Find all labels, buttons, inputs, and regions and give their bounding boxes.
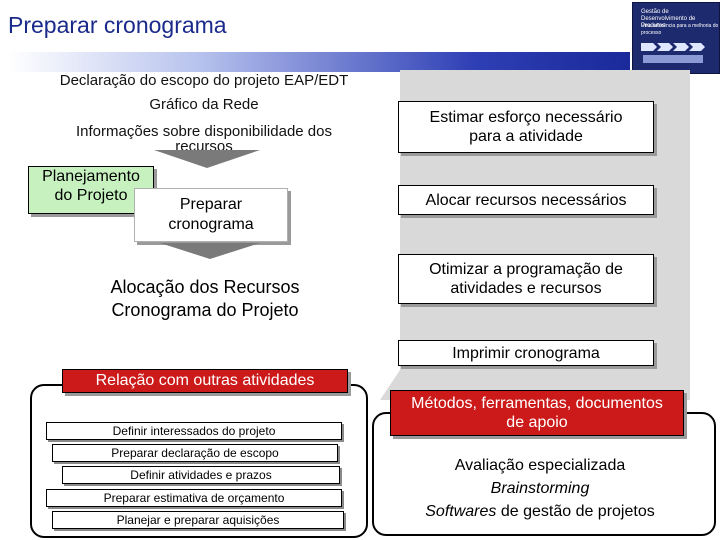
input-line-2: Gráfico da Rede: [149, 96, 259, 113]
step-3-line-1: Otimizar a programação de: [429, 261, 623, 278]
logo: Gestão de Desenvolvimento de Produtos Um…: [632, 2, 720, 74]
method-item-2: Brainstorming: [490, 480, 590, 497]
step-1-line-2: para a atividade: [469, 128, 583, 145]
logo-flow-icon: [641, 43, 705, 63]
step-1-line-1: Estimar esforço necessário: [429, 109, 623, 126]
step-3-line-2: atividades e recursos: [450, 280, 602, 297]
arrow-down-icon: [154, 150, 260, 168]
step-4-label: Imprimir cronograma: [452, 344, 600, 362]
related-activities-header: Relação com outras atividades: [62, 369, 348, 393]
method-item-3-rest: de gestão de projetos: [496, 503, 655, 520]
method-item-1: Avaliação especializada: [454, 457, 626, 474]
related-item-4: Preparar estimativa de orçamento: [46, 489, 342, 507]
activity-label-2: cronograma: [168, 216, 254, 233]
related-item-1: Definir interessados do projeto: [46, 422, 342, 440]
methods-header: Métodos, ferramentas, documentos de apoi…: [390, 390, 684, 436]
input-line-1: Declaração do escopo do projeto EAP/EDT: [59, 72, 349, 89]
logo-line-1: Gestão de: [641, 9, 669, 15]
logo-line-3: Uma referência para a melhoria do proces…: [641, 23, 719, 36]
phase-label-1: Planejamento: [42, 168, 140, 185]
method-item-3: Softwares de gestão de projetos: [380, 500, 700, 523]
step-box-2: Alocar recursos necessários: [398, 185, 654, 215]
activity-box: Preparar cronograma: [134, 188, 288, 242]
activity-label-1: Preparar: [179, 196, 243, 213]
step-2-label: Alocar recursos necessários: [425, 191, 627, 209]
related-item-3: Definir atividades e prazos: [62, 466, 340, 484]
method-item-3-italic: Softwares: [425, 503, 497, 520]
title-bar: [8, 52, 630, 72]
slide-title: Preparar cronograma: [8, 12, 227, 38]
phase-box: Planejamento do Projeto: [28, 166, 154, 214]
arrow-down-icon: [160, 243, 260, 259]
logo-line-2: Desenvolvimento de Produtos: [641, 16, 696, 29]
methods-header-1: Métodos, ferramentas, documentos: [411, 395, 663, 412]
related-item-2: Preparar declaração de escopo: [52, 444, 338, 462]
methods-header-2: de apoio: [506, 414, 568, 431]
related-item-5: Planejar e preparar aquisições: [52, 511, 344, 529]
input-line-3: Informações sobre disponibilidade dos: [76, 123, 332, 140]
step-box-1: Estimar esforço necessário para a ativid…: [398, 101, 654, 153]
output-line-1: Alocação dos Recursos: [110, 277, 300, 297]
step-box-3: Otimizar a programação de atividades e r…: [398, 254, 654, 304]
output-line-2: Cronograma do Projeto: [111, 300, 299, 320]
step-box-4: Imprimir cronograma: [398, 340, 654, 366]
phase-label-2: do Projeto: [54, 187, 128, 204]
